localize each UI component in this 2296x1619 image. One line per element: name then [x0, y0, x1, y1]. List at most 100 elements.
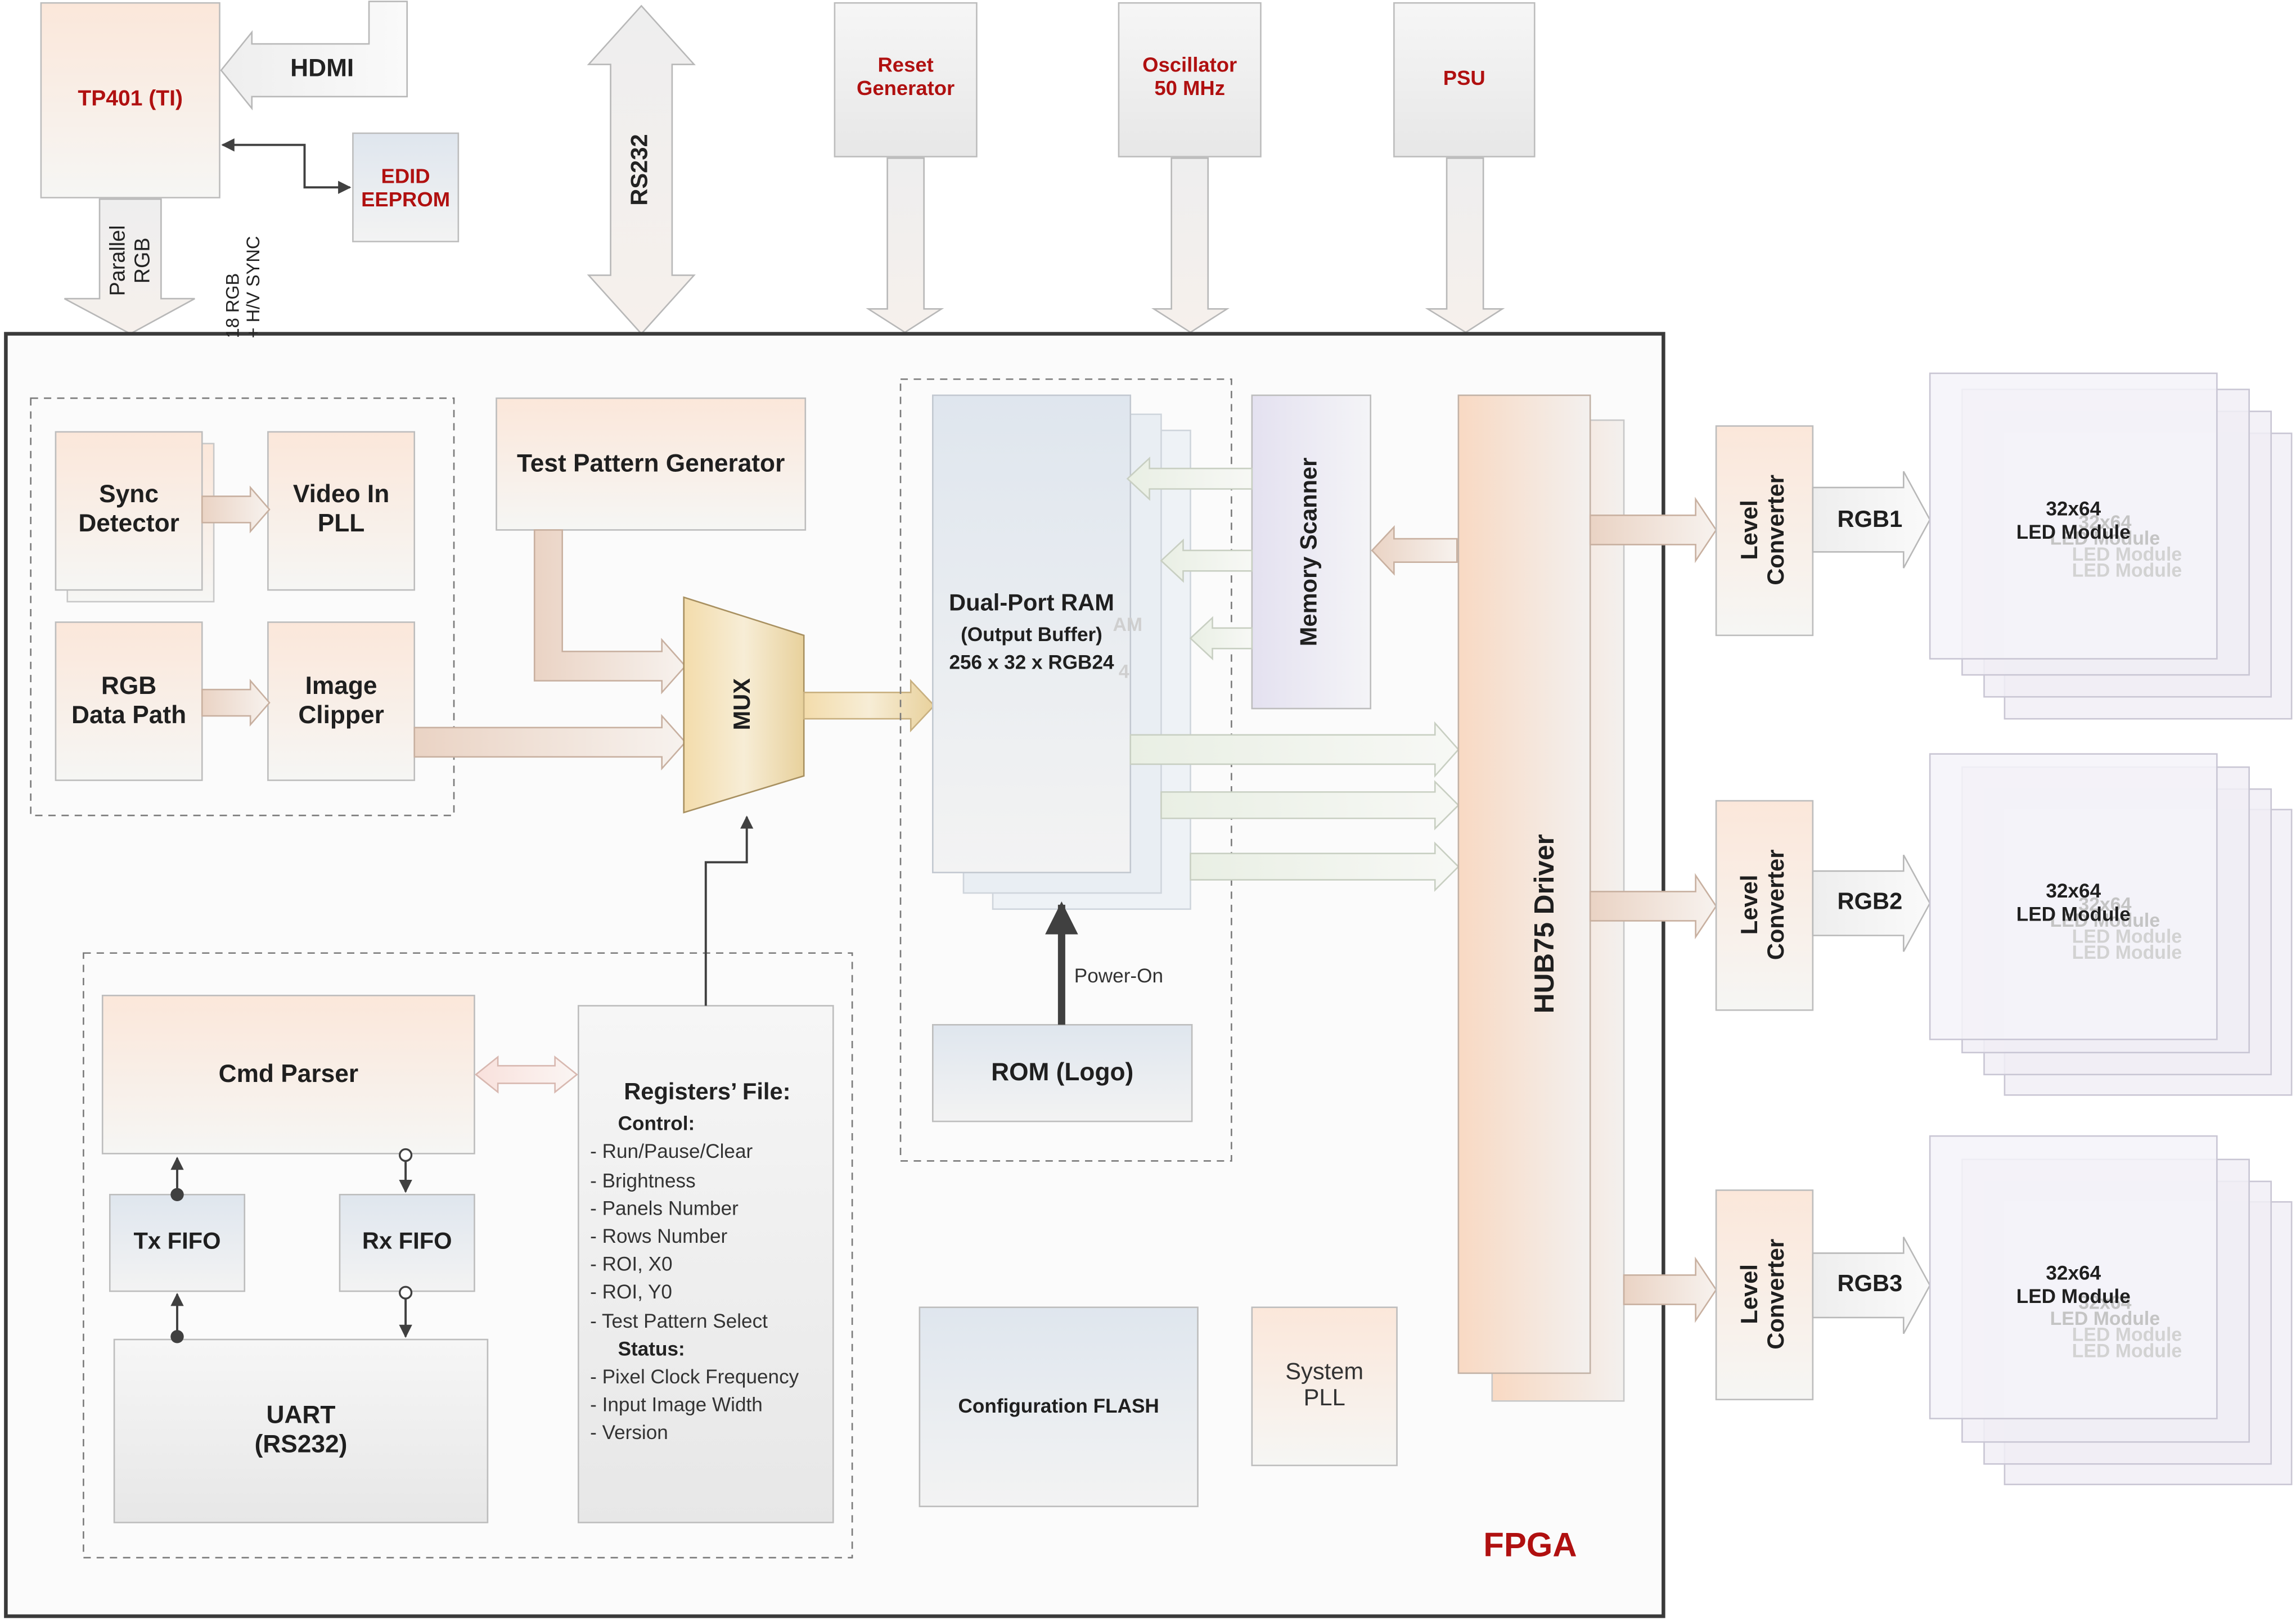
memory-scanner-block: [1251, 394, 1371, 710]
config-flash-block: [919, 1306, 1199, 1508]
ghost-text: 32x64: [2078, 893, 2132, 916]
level-converter-1: [1715, 425, 1814, 637]
system-pll-line-2: PLL: [1303, 1386, 1345, 1411]
rgb1-label: RGB1: [1837, 507, 1903, 533]
reset-arrow: [866, 157, 944, 333]
hub75-driver-block: [1457, 394, 1591, 1374]
sync-note-line-1: 18 RGB: [222, 273, 243, 339]
dual-port-ram-block: [932, 394, 1132, 873]
level-converter-3: [1715, 1189, 1814, 1401]
oscillator-label: Oscillator 50 MHz: [1119, 47, 1261, 105]
parallel-line-1: Parallel: [107, 225, 131, 296]
test-pattern-block: [496, 397, 807, 531]
led-stack-1: [1929, 372, 2293, 720]
rx-port-circle: [399, 1148, 413, 1162]
led-3-ghost: 32x64 LED Module: [2050, 1291, 2160, 1329]
rgb-data-path-label: RGB Data Path: [56, 668, 202, 735]
ghost-text: 32x64: [2078, 511, 2132, 533]
ghost-text: LED Module: [2050, 909, 2160, 931]
system-pll-label: System PLL: [1252, 1352, 1397, 1420]
scanner-arrow-3: [1189, 616, 1253, 661]
registers-file-text: Registers’ File: Control: - Run/Pause/Cl…: [590, 1079, 825, 1447]
tx-port-dot: [170, 1188, 184, 1202]
hdmi-label: HDMI: [290, 54, 354, 83]
uart-rx-circle: [399, 1286, 413, 1300]
led-2-ghost-2: LED Module LED Module: [2072, 927, 2182, 962]
level-converter-3-label: Level Converter: [1732, 1201, 1797, 1388]
led-1-line-2: LED Module: [2016, 521, 2131, 543]
edid-line-2: EEPROM: [361, 187, 451, 211]
parser-registers-arrow: [474, 1055, 578, 1094]
hub-to-level-arrow-2: [1589, 873, 1717, 940]
mux-label: MUX: [730, 678, 755, 730]
sync-line-2: Detector: [78, 509, 179, 538]
ram-to-hub-arrow-1: [1129, 721, 1460, 778]
ram-ghost-text: AM: [1113, 614, 1143, 635]
led-stack-2: [1929, 753, 2293, 1096]
sync-to-pll-arrow: [201, 485, 271, 534]
video-input-group: [30, 397, 455, 817]
registers-file-block: [578, 1005, 834, 1523]
level-3-line-2: Converter: [1764, 1238, 1790, 1350]
led-2-ghost: 32x64 LED Module: [2050, 893, 2160, 931]
ghost-text: 32x64: [2078, 1291, 2132, 1314]
register-item: - ROI, Y0: [590, 1281, 672, 1304]
rgb1-arrow: [1812, 471, 1931, 569]
register-item: - Pixel Clock Frequency: [590, 1365, 799, 1388]
registers-status-heading: Status:: [618, 1337, 685, 1360]
register-item: - Run/Pause/Clear: [590, 1141, 753, 1163]
ghost-text: LED Module: [2072, 543, 2182, 565]
ram-ghost-text-2: 4: [1119, 661, 1129, 682]
cmd-parser-block: [101, 994, 475, 1155]
ram-title: Dual-Port RAM: [949, 591, 1114, 616]
oscillator-block: [1118, 2, 1262, 157]
ram-to-hub-arrow-3: [1190, 841, 1460, 892]
rx-fifo-block: [339, 1193, 475, 1292]
hdmi-arrow: [220, 1, 408, 111]
power-on-label: Power-On: [1074, 965, 1164, 987]
rgb-data-path-block: [55, 621, 203, 781]
ram-subtitle-2: 256 x 32 x RGB24: [949, 652, 1114, 674]
led-3-ghost-2: LED Module LED Module: [2072, 1325, 2182, 1360]
uart-line-1: UART: [266, 1401, 336, 1430]
system-pll-block: [1251, 1306, 1398, 1467]
level-2-line-2: Converter: [1764, 849, 1790, 960]
level-1-line-1: Level: [1737, 500, 1763, 560]
led-3-line-2: LED Module: [2016, 1285, 2131, 1307]
rgb-path-line-2: Data Path: [71, 701, 187, 729]
video-pll-line-1: Video In: [292, 481, 390, 509]
hub-to-level-arrow-3: [1623, 1256, 1717, 1323]
led-1-ghost-2: LED Module LED Module: [2072, 543, 2182, 579]
register-item: - Test Pattern Select: [590, 1309, 768, 1332]
sync-detector-label: Sync Detector: [56, 476, 202, 543]
rgb3-arrow: [1812, 1237, 1931, 1334]
ghost-text: LED Module: [2050, 1307, 2160, 1329]
led-2-line-1: 32x64: [2046, 880, 2101, 903]
sync-note-label: 18 RGB + H/V SYNC: [214, 192, 272, 339]
led-module-2-label: 32x64 LED Module: [2000, 876, 2146, 931]
ghost-text: LED Module: [2050, 527, 2160, 549]
register-item: - ROI, X0: [590, 1253, 673, 1276]
parallel-line-2: RGB: [132, 237, 155, 284]
hub-to-level-arrow-1: [1589, 497, 1717, 563]
led-module-1-label: 32x64 LED Module: [2000, 493, 2146, 549]
level-converter-2-label: Level Converter: [1732, 811, 1797, 998]
oscillator-line-2: 50 MHz: [1154, 76, 1225, 100]
tp401-block: [40, 2, 220, 199]
level-3-line-1: Level: [1737, 1264, 1763, 1324]
uart-tx-dot: [170, 1330, 184, 1343]
register-item: - Version: [590, 1422, 668, 1444]
scanner-arrow-1: [1126, 456, 1253, 501]
led-2-line-2: LED Module: [2016, 903, 2131, 926]
clipper-to-mux-arrow: [413, 714, 687, 771]
led-module-3-label: 32x64 LED Module: [2000, 1257, 2146, 1313]
video-pll-line-2: PLL: [317, 509, 365, 538]
system-pll-line-1: System: [1285, 1359, 1364, 1385]
oscillator-arrow: [1151, 157, 1230, 333]
sync-detector-block: [55, 431, 203, 591]
ram-subtitle-1: (Output Buffer): [961, 624, 1102, 646]
register-item: - Rows Number: [590, 1225, 728, 1248]
rgb-to-clipper-arrow: [201, 679, 271, 727]
